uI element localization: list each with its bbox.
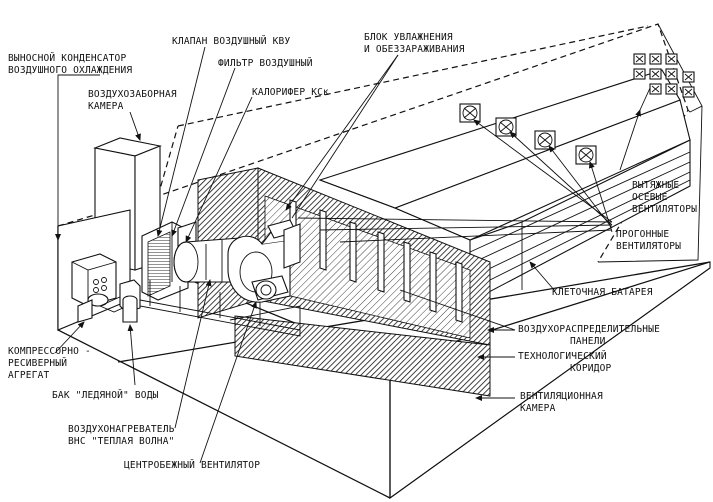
label-circulation-1: ПРОГОННЫЕ: [616, 229, 669, 240]
label-panels-1: ВОЗДУХОРАСПРЕДЕЛИТЕЛЬНЫЕ: [518, 324, 660, 335]
label-condenser-1: ВЫНОСНОЙ КОНДЕНСАТОР: [8, 52, 126, 64]
label-condenser-2: ВОЗДУШНОГО ОХЛАЖДЕНИЯ: [8, 65, 132, 76]
label-compressor-2: РЕСИВЕРНЫЙ: [8, 357, 67, 369]
label-compressor-1: КОМПРЕССОРНО -: [8, 346, 91, 357]
labels: ВЫНОСНОЙ КОНДЕНСАТОР ВОЗДУШНОГО ОХЛАЖДЕН…: [8, 32, 697, 471]
label-centrifugal-fan: ЦЕНТРОБЕЖНЫЙ ВЕНТИЛЯТОР: [124, 459, 260, 471]
label-exhaust-3: ВЕНТИЛЯТОРЫ: [632, 204, 697, 215]
label-vent-chamber-1: ВЕНТИЛЯЦИОННАЯ: [520, 391, 603, 402]
label-compressor-3: АГРЕГАТ: [8, 370, 50, 381]
circulation-fans: [459, 103, 597, 165]
label-intake-1: ВОЗДУХОЗАБОРНАЯ: [88, 89, 177, 100]
label-exhaust-2: ОСЕВЫЕ: [632, 192, 668, 203]
label-corridor-1: ТЕХНОЛОГИЧЕСКИЙ: [518, 350, 607, 362]
compressor-unit: [71, 253, 141, 323]
fan-icon: [495, 117, 517, 137]
label-humidifier-2: И ОБЕЗЗАРАЖИВАНИЯ: [364, 44, 465, 55]
label-circulation-2: ВЕНТИЛЯТОРЫ: [616, 241, 681, 252]
exhaust-fans: [633, 53, 695, 98]
leader-lines: [54, 46, 651, 464]
label-panels-2: ПАНЕЛИ: [570, 336, 606, 347]
label-air-heater-1: ВОЗДУХОНАГРЕВАТЕЛЬ: [68, 424, 175, 435]
fan-icon: [459, 103, 481, 123]
fan-icon: [575, 145, 597, 165]
ice-water-tank: [122, 295, 138, 323]
label-corridor-2: КОРИДОР: [570, 363, 612, 374]
label-filter: ФИЛЬТР ВОЗДУШНЫЙ: [218, 57, 313, 69]
label-intake-2: КАМЕРА: [88, 101, 124, 112]
exhaust-fan-grid-icon: [633, 53, 695, 98]
air-handling-unit: [139, 219, 301, 337]
label-humidifier-1: БЛОК УВЛАЖНЕНИЯ: [364, 32, 453, 43]
label-exhaust-1: ВЫТЯЖНЫЕ: [632, 180, 679, 191]
label-heater: КАЛОРИФЕР КСк: [252, 87, 329, 98]
label-ice-tank: БАК "ЛЕДЯНОЙ" ВОДЫ: [52, 389, 159, 401]
label-valve: КЛАПАН ВОЗДУШНЫЙ КВУ: [172, 35, 290, 47]
fan-icon: [534, 130, 556, 150]
label-vent-chamber-2: КАМЕРА: [520, 403, 556, 414]
label-air-heater-2: ВНС "ТЕПЛАЯ ВОЛНА": [68, 436, 175, 447]
label-cage-battery: КЛЕТОЧНАЯ БАТАРЕЯ: [552, 287, 653, 298]
